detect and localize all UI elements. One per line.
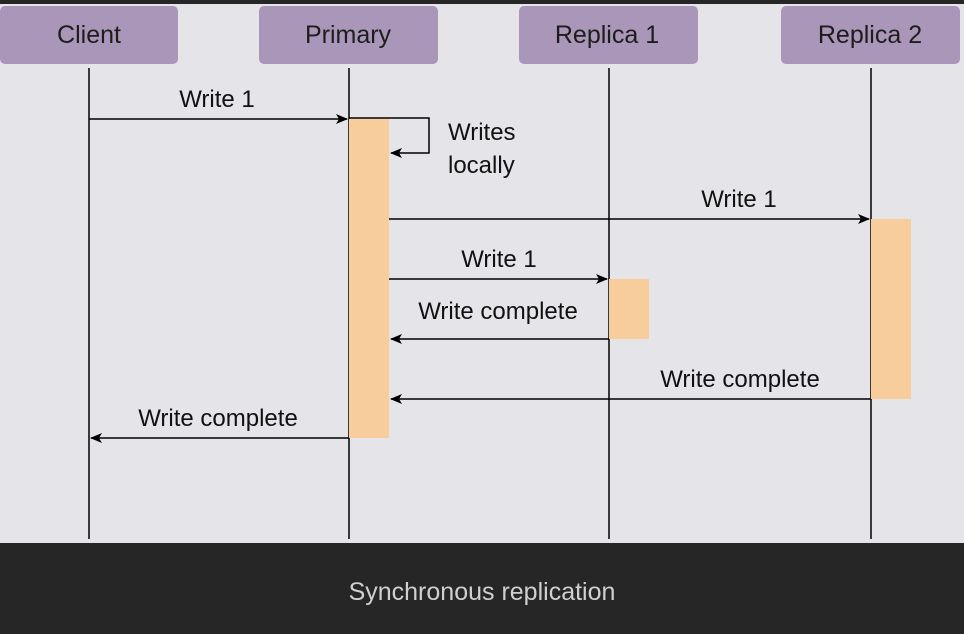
sequence-diagram-panel: Client Primary Replica 1 Replica 2 Write… bbox=[0, 0, 964, 543]
replica1-to-primary-label: Write complete bbox=[418, 298, 578, 325]
primary-activation-bar bbox=[349, 119, 389, 438]
diagram-caption: Synchronous replication bbox=[348, 578, 616, 606]
participant-client: Client bbox=[0, 6, 178, 64]
client-to-primary-label: Write 1 bbox=[179, 86, 255, 113]
primary-to-replica1-label: Write 1 bbox=[461, 246, 537, 273]
primary-to-replica2-label: Write 1 bbox=[701, 186, 777, 213]
caption-bar: Synchronous replication bbox=[0, 543, 964, 634]
writes-locally-label-line1: Writes bbox=[448, 119, 516, 146]
participant-replica-1: Replica 1 bbox=[519, 6, 698, 64]
participant-replica-2-label: Replica 2 bbox=[818, 21, 922, 49]
replica1-activation-bar bbox=[609, 279, 649, 339]
participant-replica-2: Replica 2 bbox=[781, 6, 960, 64]
replica2-to-primary-label: Write complete bbox=[660, 366, 820, 393]
writes-locally-label-line2: locally bbox=[448, 152, 515, 179]
writes-locally-arrow bbox=[349, 117, 430, 158]
participant-primary: Primary bbox=[259, 6, 438, 64]
participant-replica-1-label: Replica 1 bbox=[555, 21, 659, 49]
replica2-activation-bar bbox=[871, 219, 911, 399]
primary-to-client-label: Write complete bbox=[138, 405, 298, 432]
participant-client-label: Client bbox=[57, 21, 121, 49]
participant-primary-label: Primary bbox=[305, 21, 392, 49]
sequence-diagram: Client Primary Replica 1 Replica 2 Write… bbox=[0, 6, 960, 539]
